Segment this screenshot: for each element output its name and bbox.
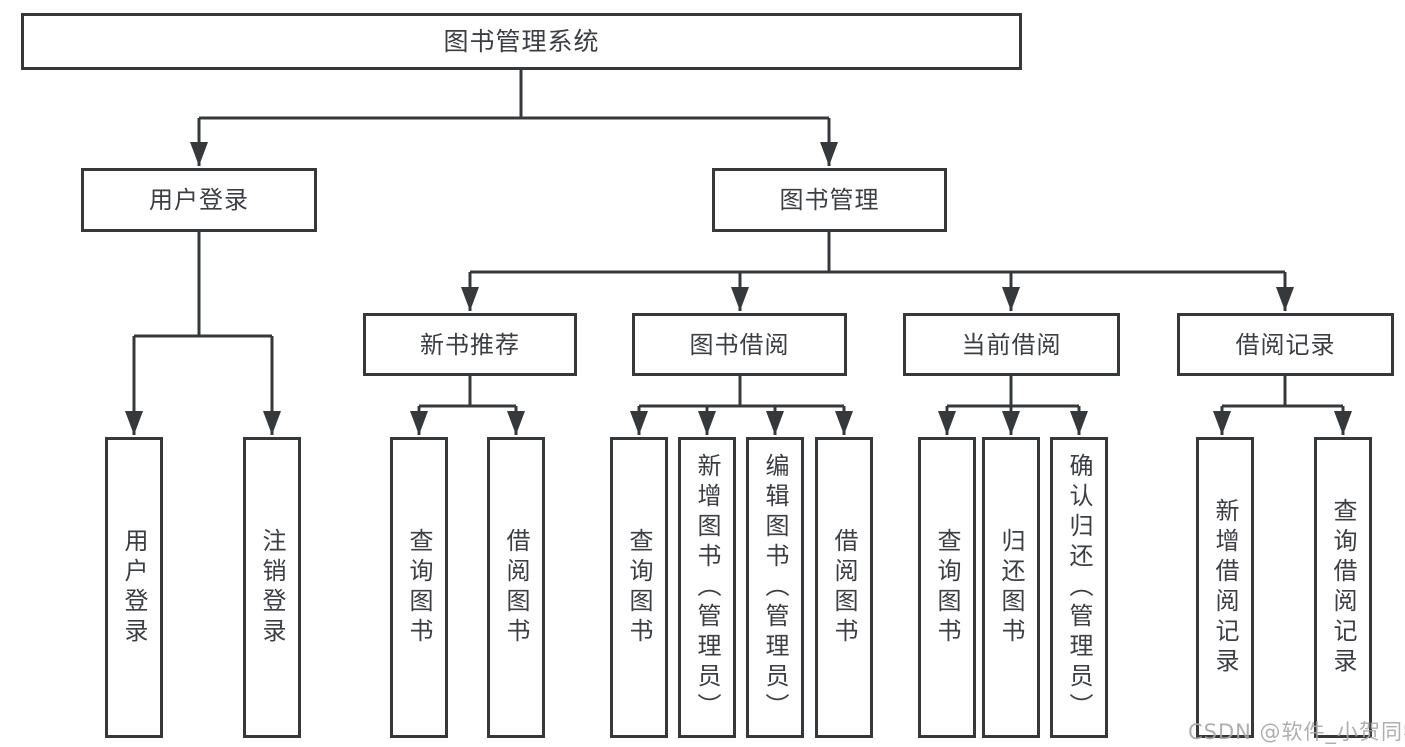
leaf-user-login: 用户登录 (105, 437, 163, 738)
node-book-borrowing: 图书借阅 (632, 313, 847, 376)
leaf-logout: 注销登录 (243, 437, 301, 738)
node-user-login: 用户登录 (81, 168, 317, 232)
node-current-borrowing: 当前借阅 (903, 313, 1120, 376)
node-borrow-records: 借阅记录 (1177, 313, 1394, 376)
leaf-query-borrow-record: 查询借阅记录 (1314, 437, 1372, 738)
node-root-library-system: 图书管理系统 (21, 13, 1022, 70)
leaf-edit-books-admin: 编辑图书（管理员） (746, 437, 804, 738)
leaf-query-books-3: 查询图书 (918, 437, 976, 738)
leaf-query-books-1: 查询图书 (390, 437, 448, 738)
csdn-watermark: CSDN @软件_小贺同学 (1188, 720, 1405, 744)
leaf-borrow-books-2: 借阅图书 (815, 437, 873, 738)
leaf-query-books-2: 查询图书 (610, 437, 668, 738)
leaf-borrow-books-1: 借阅图书 (487, 437, 545, 738)
leaf-return-books: 归还图书 (982, 437, 1040, 738)
leaf-add-borrow-record: 新增借阅记录 (1196, 437, 1254, 738)
leaf-confirm-return-admin: 确认归还（管理员） (1050, 437, 1108, 738)
node-book-management: 图书管理 (712, 168, 947, 232)
leaf-add-books-admin: 新增图书（管理员） (678, 437, 736, 738)
node-new-book-recommend: 新书推荐 (363, 313, 577, 376)
